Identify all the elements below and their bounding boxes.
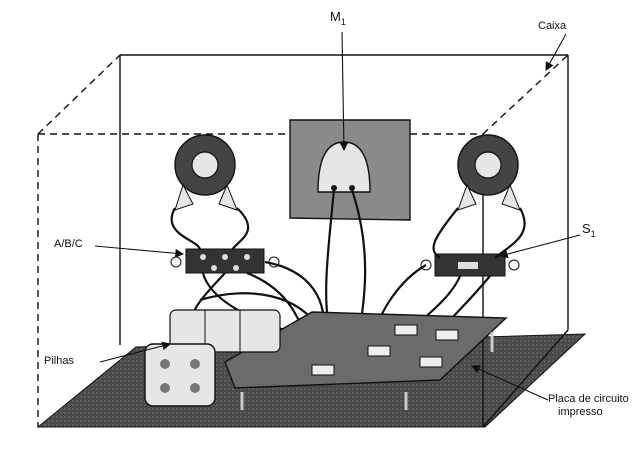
label-switch-sub: 1 xyxy=(590,229,596,239)
label-box: Caixa xyxy=(538,20,567,32)
selector-switch xyxy=(170,248,280,274)
label-batteries: Pilhas xyxy=(44,355,74,367)
battery-pack xyxy=(144,309,281,407)
motor-m1 xyxy=(289,119,411,221)
switch-s1 xyxy=(420,253,520,277)
right-potentiometer xyxy=(457,134,521,211)
leader-lines xyxy=(94,31,581,401)
box-outline xyxy=(37,54,569,428)
label-motor-main: M xyxy=(330,9,341,24)
label-switch-main: S xyxy=(582,221,591,236)
label-selector: A/B/C xyxy=(54,238,83,250)
label-pcb-line2: impresso xyxy=(558,406,603,418)
label-motor-m1: M1 xyxy=(330,9,346,27)
circuit-board xyxy=(224,311,508,410)
label-pcb-line1: Placa de circuito xyxy=(548,393,629,405)
label-motor-sub: 1 xyxy=(340,17,346,27)
left-potentiometer xyxy=(174,134,238,211)
label-switch-s1: S1 xyxy=(582,221,596,239)
